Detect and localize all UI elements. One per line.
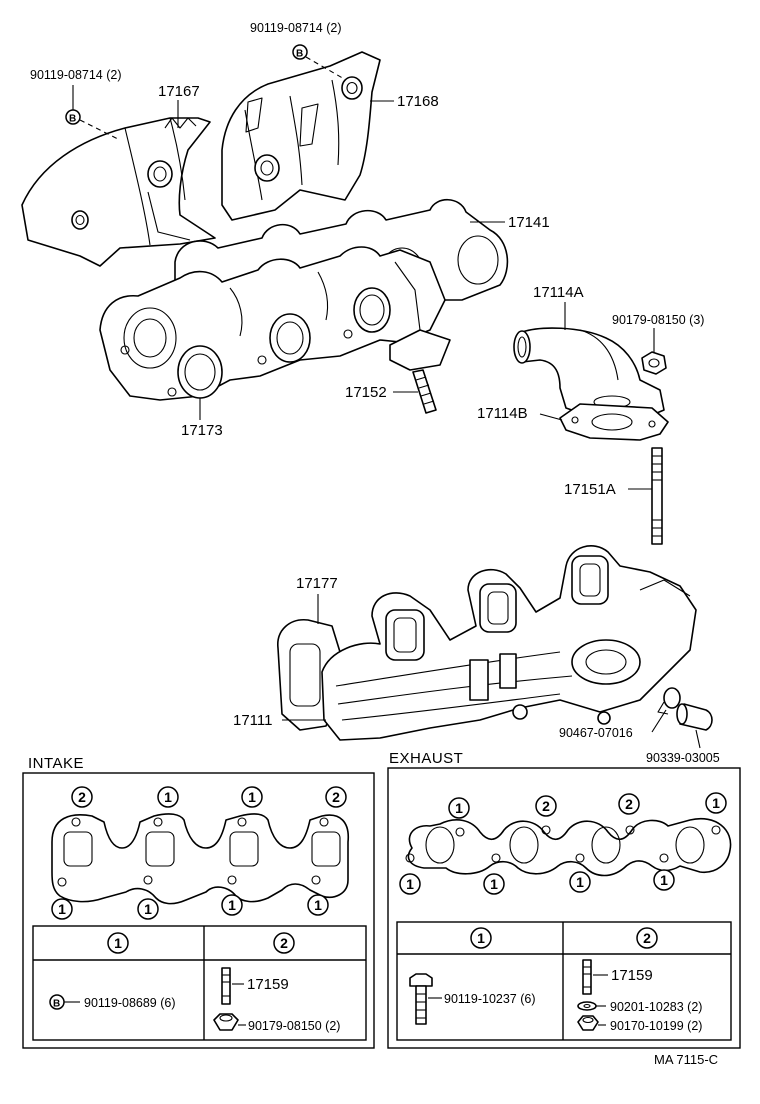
label-17111: 17111: [233, 712, 273, 729]
nut-icon: [213, 1013, 239, 1031]
intake-title: INTAKE: [28, 755, 84, 772]
intake-top-mark-1: 2: [78, 789, 86, 805]
label-90339-03005: 90339-03005: [646, 751, 720, 765]
heat-insulator-right-17168: [221, 51, 381, 221]
exhaust-panel: EXHAUST 1 2 2 1 1 1: [387, 750, 741, 1049]
exhaust-col2-nut: 90170-10199 (2): [610, 1019, 702, 1033]
intake-bottom-mark-4: 1: [314, 897, 322, 913]
stud-icon: [221, 967, 231, 1005]
intake-top-marks: 2 1 1 2: [71, 786, 347, 808]
stud-17152: [412, 369, 437, 414]
exhaust-col2-washer: 90201-10283 (2): [610, 1000, 702, 1014]
nut-90179-08150: [641, 351, 667, 375]
intake-top-mark-3: 1: [248, 789, 256, 805]
b-mark-top: B: [296, 49, 303, 60]
exhaust-manifold-17173: [99, 246, 451, 401]
intake-col2-nut: 90179-08150 (2): [248, 1019, 340, 1033]
stud-17151a: [651, 447, 663, 545]
exhaust-bottom-mark-4: 1: [660, 872, 668, 888]
exhaust-bottom-marks: 1 1 1 1: [399, 869, 675, 895]
intake-table-header-1: 1: [114, 935, 122, 951]
intake-manifold-17111: [321, 545, 697, 741]
exhaust-gasket-outline: [407, 817, 732, 877]
intake-col1-part: 90119-08689 (6): [84, 996, 176, 1010]
bolt-icon: [409, 973, 433, 1025]
label-17114b: 17114B: [477, 405, 528, 422]
exhaust-table-header-1: 1: [477, 930, 485, 946]
intake-top-mark-4: 2: [332, 789, 340, 805]
label-17114a: 17114A: [533, 284, 584, 301]
exhaust-table: 1 2 90119-10237 (6) 17159: [396, 921, 732, 1041]
exhaust-table-header-2: 2: [643, 930, 651, 946]
upper-part-labels: 90119-08714 (2) B 90119-08714 (2) B 1716…: [30, 21, 720, 765]
hose-clamp-90467-07016: [657, 687, 681, 715]
label-17167: 17167: [158, 83, 200, 100]
intake-table-header-2: 2: [280, 935, 288, 951]
b-mark-left: B: [69, 114, 76, 125]
nut-icon: [577, 1015, 599, 1031]
label-17141: 17141: [508, 214, 550, 231]
label-17173: 17173: [181, 422, 223, 439]
intake-bottom-mark-2: 1: [144, 901, 152, 917]
exhaust-top-mark-2: 2: [542, 798, 550, 814]
diagram-code: MA 7115-C: [654, 1052, 718, 1067]
label-bolt-b-top: 90119-08714 (2): [250, 21, 342, 35]
stud-icon: [582, 959, 592, 995]
exhaust-col1-part: 90119-10237 (6): [444, 992, 536, 1006]
water-outlet-17114a: [513, 327, 665, 421]
exhaust-col2-stud: 17159: [611, 967, 653, 984]
intake-bottom-marks: 1 1 1 1: [51, 894, 329, 920]
intake-bottom-mark-3: 1: [228, 897, 236, 913]
label-bolt-b-left: 90119-08714 (2): [30, 68, 122, 82]
label-17151a: 17151A: [564, 481, 616, 498]
label-17152: 17152: [345, 384, 387, 401]
exhaust-top-marks: 1 2 2 1: [448, 792, 727, 819]
intake-top-mark-2: 1: [164, 789, 172, 805]
label-90467-07016: 90467-07016: [559, 726, 633, 740]
intake-col2-stud: 17159: [247, 976, 289, 993]
exhaust-bottom-mark-2: 1: [490, 876, 498, 892]
label-17168: 17168: [397, 93, 439, 110]
intake-table: 1 2 B 90119-08689 (6) 17159 90179-08150 …: [32, 925, 367, 1041]
exhaust-top-mark-4: 1: [712, 795, 720, 811]
intake-panel: INTAKE 2 1 1 2 1 1: [22, 755, 375, 1049]
washer-icon: [577, 1001, 597, 1011]
exhaust-top-mark-1: 1: [455, 800, 463, 816]
exhaust-bottom-mark-1: 1: [406, 876, 414, 892]
intake-bottom-mark-1: 1: [58, 901, 66, 917]
exhaust-top-mark-3: 2: [625, 796, 633, 812]
intake-gasket-outline: [51, 813, 349, 905]
exhaust-title: EXHAUST: [389, 750, 463, 767]
heat-insulator-left-17167: [21, 117, 216, 267]
cap-90339-03005: [676, 703, 713, 731]
intake-col1-b-mark: B: [53, 999, 60, 1010]
label-17177: 17177: [296, 575, 338, 592]
label-nut-90179-08150: 90179-08150 (3): [612, 313, 704, 327]
outlet-gasket-17114b: [559, 403, 669, 441]
exhaust-bottom-mark-3: 1: [576, 874, 584, 890]
